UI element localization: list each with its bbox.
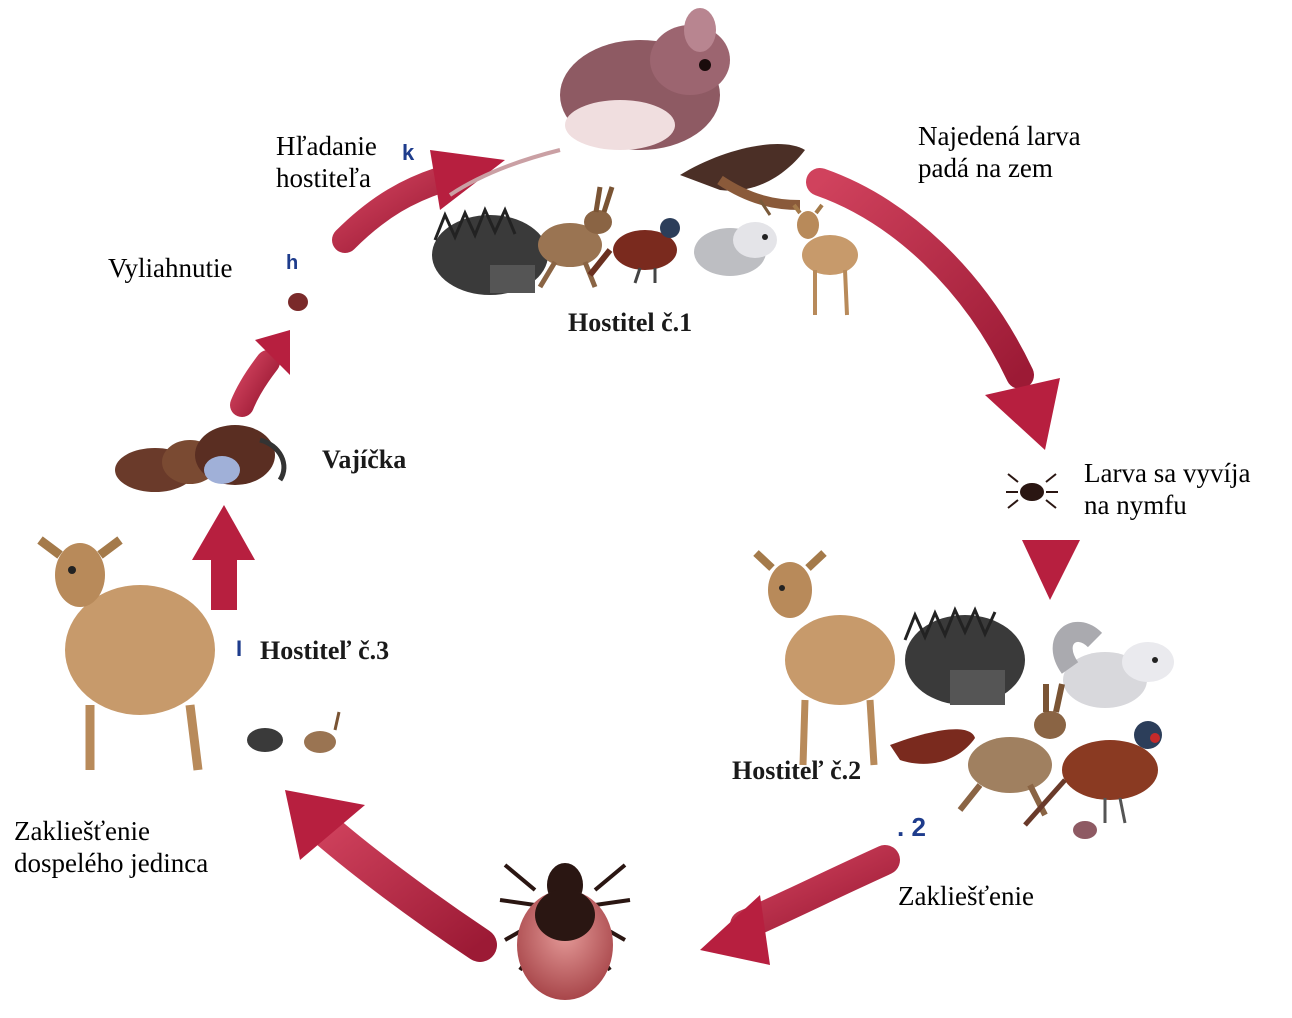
tick-icon	[500, 863, 630, 1000]
stray-text-h: h	[286, 252, 298, 275]
label-eggs: Vajíčka	[322, 444, 406, 476]
bird-icon	[680, 144, 805, 215]
arrow-nymph-down	[1022, 540, 1080, 600]
stray-text-k: k	[402, 140, 414, 166]
label-larva-fed: Najedená larva padá na zem	[918, 120, 1081, 184]
squirrel-icon-host2	[1063, 632, 1174, 708]
squirrel-icon	[694, 222, 777, 276]
stray-text-2: . 2	[897, 812, 926, 843]
hedgehog-icon-host2	[905, 610, 1025, 705]
mouse-icon-host2	[1073, 821, 1097, 839]
hatched-larva-icon	[288, 293, 308, 311]
egg-cluster-icon	[115, 425, 284, 492]
label-host-search: Hľadanie hostiteľa	[276, 130, 377, 194]
label-attach: Zakliešťenie	[898, 880, 1034, 912]
bird-icon-host2	[890, 729, 975, 764]
arrow-host3-to-eggs	[192, 505, 255, 610]
deer-icon-host2	[756, 553, 895, 765]
arrow-host1-to-ground	[820, 182, 1060, 450]
hare-icon-host3	[304, 712, 339, 753]
stray-text-bar: I	[236, 636, 242, 662]
label-larva-nymph: Larva sa vyvíja na nymfu	[1084, 457, 1250, 521]
arrow-eggs-to-hatch	[242, 330, 290, 405]
label-hatching: Vyliahnutie	[108, 252, 232, 284]
label-host1: Hostitel č.1	[568, 307, 692, 339]
hedgehog-icon	[432, 210, 548, 295]
label-host3: Hostiteľ č.3	[260, 635, 389, 667]
arrow-adult-to-host3	[285, 790, 480, 945]
larva-icon	[1006, 474, 1058, 508]
label-adult-attach: Zakliešťenie dospelého jedinca	[14, 815, 208, 879]
deer-icon-small	[794, 205, 858, 315]
label-host2: Hostiteľ č.2	[732, 755, 861, 787]
hedgehog-icon-host3	[247, 728, 283, 752]
hare-icon	[538, 187, 612, 287]
arrow-host2-to-adult	[700, 860, 885, 965]
deer-icon-host3	[40, 540, 215, 770]
